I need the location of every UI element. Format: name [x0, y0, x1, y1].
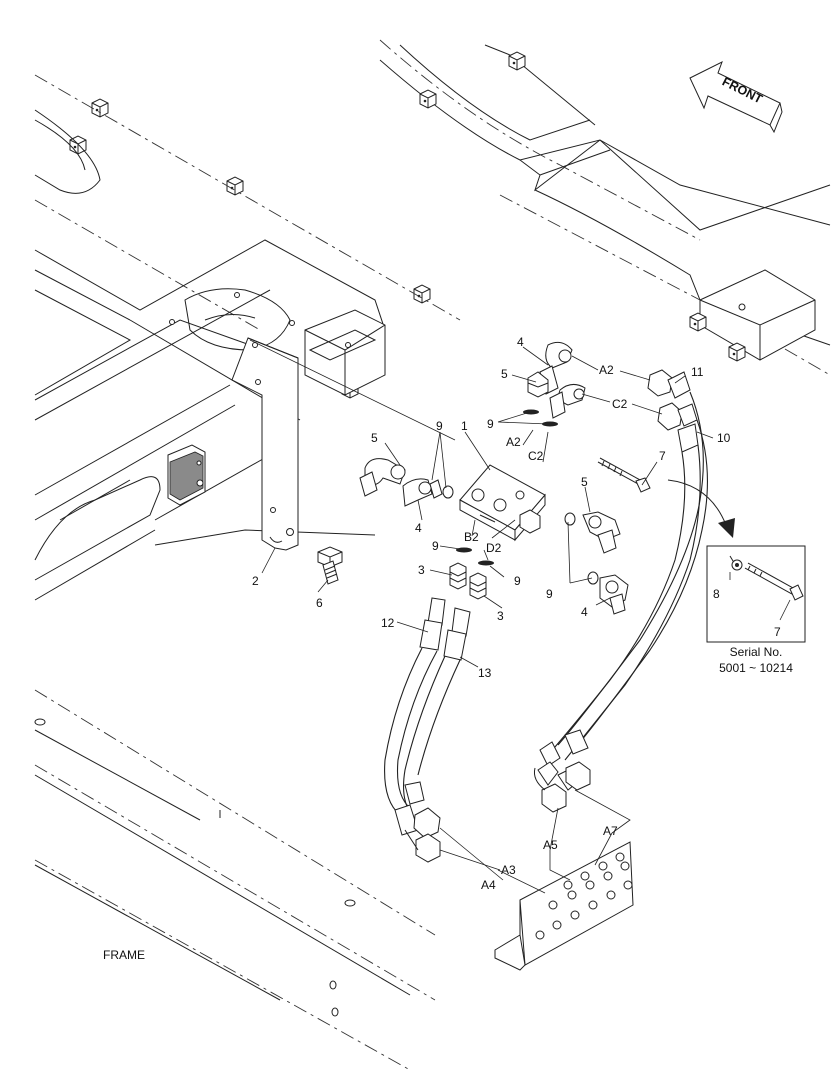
- long-bolt-part-7: [597, 457, 651, 493]
- callout-6: 6: [316, 596, 323, 610]
- callout-9-right: 9: [546, 587, 553, 601]
- inset-callout-8: 8: [713, 587, 720, 601]
- callout-10: 10: [717, 431, 731, 445]
- port-label-d2: D2: [486, 541, 502, 555]
- bracket-part-2: [231, 337, 299, 551]
- elbow-fitting-left-4: [402, 478, 443, 507]
- callout-labels: 4 5 A2 C2 9 A2 C2 11 10 5 9 1 7 5 4 B2 D…: [103, 335, 731, 962]
- elbow-fitting-top-c2: [549, 384, 586, 419]
- callout-5-top: 5: [501, 367, 508, 381]
- front-direction-arrow: FRONT: [689, 60, 783, 134]
- o-ring-right-lower: [587, 571, 599, 585]
- frame-label: FRAME: [103, 948, 145, 962]
- port-label-a2-top: A2: [599, 363, 614, 377]
- callout-4-top: 4: [517, 335, 524, 349]
- callout-4-right: 4: [581, 605, 588, 619]
- callout-5-right: 5: [581, 475, 588, 489]
- port-label-b2: B2: [464, 530, 479, 544]
- callout-2: 2: [252, 574, 259, 588]
- o-ring-top-right: [542, 421, 558, 427]
- elbow-fitting-left-5: [359, 458, 406, 497]
- callout-4-left: 4: [415, 521, 422, 535]
- manifold-block-part-1: [459, 464, 546, 542]
- inset-callout-7: 7: [774, 625, 781, 639]
- serial-inset-box: 8 7: [706, 545, 806, 643]
- o-ring-d2: [478, 560, 494, 566]
- bolt-part-6: [317, 546, 343, 585]
- port-label-a4: A4: [481, 878, 496, 892]
- serial-range: 5001 ~ 10214: [719, 661, 793, 675]
- elbow-fitting-right-5: [582, 511, 621, 554]
- upper-body-outline: [379, 39, 831, 376]
- callout-1: 1: [461, 419, 468, 433]
- port-label-c2-top: C2: [612, 397, 628, 411]
- callout-13: 13: [478, 666, 492, 680]
- port-label-a5: A5: [543, 838, 558, 852]
- elbow-fitting-top-a2: [527, 341, 573, 398]
- o-ring-right-upper: [564, 512, 576, 526]
- leader-lines: [261, 346, 714, 894]
- washer-part-8: [731, 559, 743, 571]
- inset-bolt-part-7: [744, 562, 804, 601]
- callout-12: 12: [381, 616, 395, 630]
- main-frame-outline: [34, 74, 461, 601]
- adapter-part-3-left: [449, 562, 467, 590]
- inset-pointer-arrow: [667, 479, 727, 526]
- hose-assembly-12-13: [384, 597, 471, 863]
- callout-3-left: 3: [418, 563, 425, 577]
- callout-9-d2: 9: [514, 574, 521, 588]
- port-label-c2-valve: C2: [528, 449, 544, 463]
- callout-9-top: 9: [487, 417, 494, 431]
- port-label-a3: A3: [501, 863, 516, 877]
- inset-pointer-arrowhead: [718, 518, 735, 538]
- callout-9-b2: 9: [432, 539, 439, 553]
- callout-11: 11: [691, 365, 704, 379]
- port-label-a7: A7: [603, 824, 618, 838]
- o-ring-b2: [456, 547, 472, 553]
- callout-3-right: 3: [497, 609, 504, 623]
- bulkhead-bracket: [494, 841, 634, 971]
- callout-5-left: 5: [371, 431, 378, 445]
- lower-frame-outline: [34, 689, 436, 1071]
- cube-nuts: [69, 51, 746, 399]
- bracket-holes: [535, 852, 633, 940]
- elbow-fitting-right-4: [599, 574, 629, 615]
- o-ring-left: [442, 485, 454, 499]
- callout-7: 7: [659, 449, 666, 463]
- adapter-part-3-right: [469, 572, 487, 600]
- serial-label: Serial No.: [730, 645, 783, 659]
- port-label-a2-valve: A2: [506, 435, 521, 449]
- callout-9-left: 9: [436, 419, 443, 433]
- hose-assembly-10-11: [534, 369, 708, 813]
